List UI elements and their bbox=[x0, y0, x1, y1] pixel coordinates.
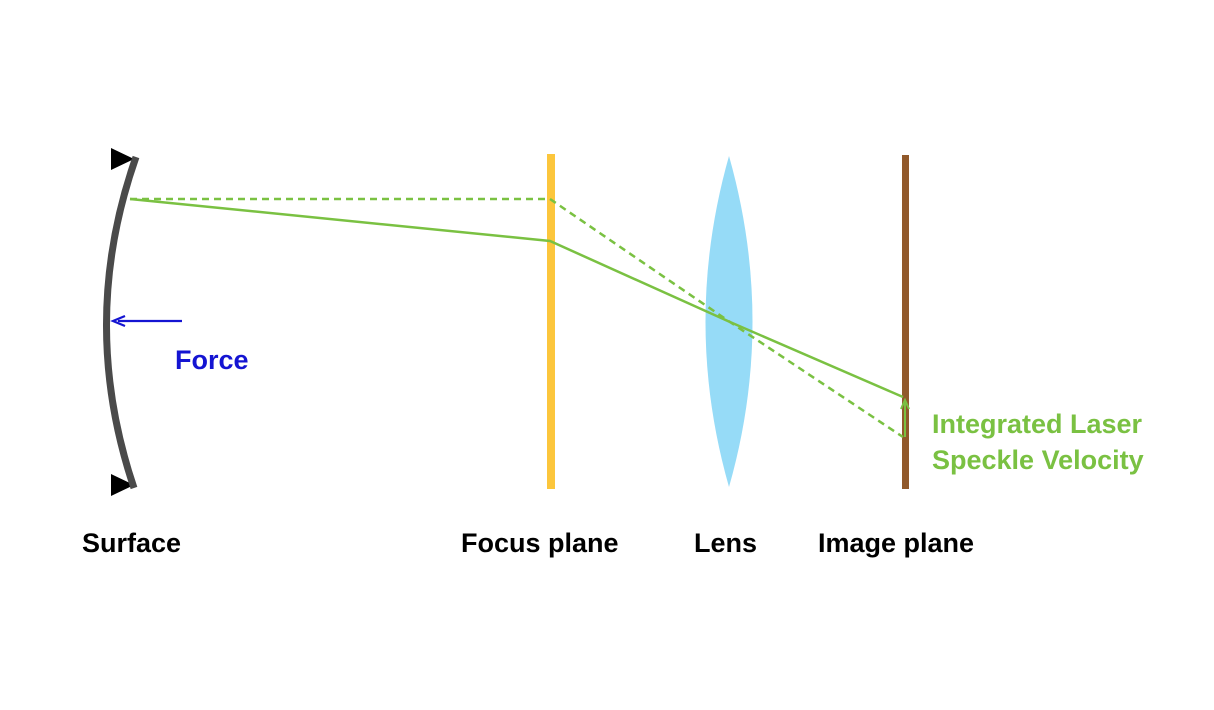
lens-label: Lens bbox=[694, 528, 758, 558]
focus-plane-label: Focus plane bbox=[461, 528, 619, 558]
force-arrow-head bbox=[110, 314, 126, 328]
speckle-label-line1: Integrated Laser bbox=[932, 409, 1143, 439]
deflected-ray-solid bbox=[129, 197, 904, 399]
surface-curve bbox=[103, 155, 140, 490]
top-support-icon bbox=[111, 148, 134, 170]
speckle-label-line2: Speckle Velocity bbox=[932, 445, 1144, 475]
bottom-support-icon bbox=[111, 474, 134, 496]
image-plane-bar bbox=[902, 155, 909, 489]
speckle-displacement-arrow-head bbox=[900, 397, 910, 410]
reference-ray-dashed bbox=[130, 197, 904, 439]
surface-label: Surface bbox=[82, 528, 182, 558]
speckle-velocity-label: Integrated Laser Speckle Velocity bbox=[932, 406, 1144, 478]
force-label: Force bbox=[175, 345, 249, 375]
focus-plane-bar bbox=[547, 154, 555, 489]
image-plane-label: Image plane bbox=[818, 528, 975, 558]
